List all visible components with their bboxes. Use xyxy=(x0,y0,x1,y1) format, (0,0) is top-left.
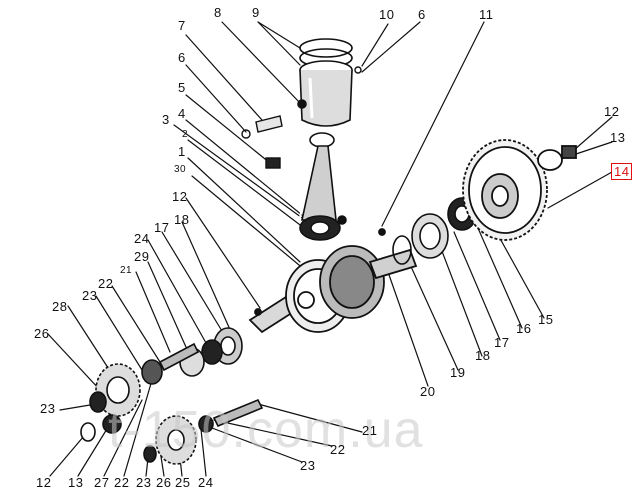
callout-20: 20 xyxy=(420,384,436,399)
callout-24: 24 xyxy=(198,475,214,490)
callout-13: 13 xyxy=(68,475,84,490)
callout-23: 23 xyxy=(136,475,152,490)
callout-7: 7 xyxy=(178,18,186,33)
callout-11: 11 xyxy=(479,7,494,22)
callout-22: 22 xyxy=(114,475,130,490)
leader-18b xyxy=(439,245,483,357)
leader-6b xyxy=(185,64,247,133)
leader-1 xyxy=(187,157,301,263)
leader-30 xyxy=(191,175,306,271)
callout-30: 30 xyxy=(174,164,187,175)
callout-1: 1 xyxy=(178,144,186,159)
leader-13a xyxy=(77,423,111,477)
leader-14 xyxy=(547,171,613,209)
piston xyxy=(297,38,353,127)
leader-23d xyxy=(211,427,303,463)
leader-28 xyxy=(67,305,113,375)
callout-22: 22 xyxy=(330,442,346,457)
callout-6: 6 xyxy=(178,50,186,65)
leader-29 xyxy=(147,261,191,357)
leader-17a xyxy=(161,231,226,337)
callout-13: 13 xyxy=(610,130,626,145)
leader-12b xyxy=(49,435,85,477)
leader-20 xyxy=(387,271,429,387)
leader-9a xyxy=(257,21,301,49)
leader-21a xyxy=(135,271,171,353)
leader-12c xyxy=(573,116,613,151)
callout-18: 18 xyxy=(174,212,190,227)
callout-28: 28 xyxy=(52,299,68,314)
leader-23a xyxy=(95,295,143,371)
callout-29: 29 xyxy=(134,249,150,264)
callout-27: 27 xyxy=(94,475,110,490)
leader-19 xyxy=(407,259,459,371)
leader-7 xyxy=(185,34,263,121)
piston-pin-and-circlips xyxy=(241,66,362,169)
callout-3: 3 xyxy=(162,112,170,127)
callout-23: 23 xyxy=(82,288,98,303)
callout-25: 25 xyxy=(175,475,191,490)
leader-3 xyxy=(173,124,317,229)
leader-6a xyxy=(361,21,421,73)
leader-18a xyxy=(181,221,233,335)
callout-18: 18 xyxy=(475,348,491,363)
callout-17: 17 xyxy=(154,220,170,235)
timing-gear-14 xyxy=(462,139,577,241)
leader-2 xyxy=(187,139,313,235)
callout-22: 22 xyxy=(98,276,114,291)
callout-19: 19 xyxy=(450,365,466,380)
leader-27 xyxy=(103,399,143,477)
callout-24: 24 xyxy=(134,231,150,246)
leader-21b xyxy=(257,403,363,433)
callout-17: 17 xyxy=(494,335,510,350)
callout-10: 10 xyxy=(379,7,395,22)
callout-26: 26 xyxy=(156,475,172,490)
left-bearings-and-gears xyxy=(80,327,264,465)
callout-4: 4 xyxy=(178,106,186,121)
callout-15: 15 xyxy=(538,312,554,327)
callout-21: 21 xyxy=(362,423,378,438)
callout-26: 26 xyxy=(34,326,50,341)
watermark: t-150.com.ua xyxy=(108,401,424,459)
connecting-rod xyxy=(299,132,347,241)
callout-23: 23 xyxy=(300,458,316,473)
leader-8 xyxy=(221,21,303,106)
leader-5 xyxy=(185,94,271,164)
leader-22a xyxy=(111,285,161,363)
leader-22b xyxy=(123,379,153,477)
callout-12: 12 xyxy=(604,104,620,119)
leader-22c xyxy=(213,419,333,447)
leader-26a xyxy=(47,333,101,391)
callout-9: 9 xyxy=(252,5,260,20)
leader-9b xyxy=(257,21,301,66)
callout-16: 16 xyxy=(516,321,532,336)
callout-12: 12 xyxy=(36,475,52,490)
leader-24a xyxy=(147,239,211,351)
callout-14-highlighted[interactable]: 14 xyxy=(611,163,633,180)
leader-10 xyxy=(361,23,389,67)
leader-11 xyxy=(381,21,485,227)
callout-12: 12 xyxy=(172,189,188,204)
callout-2: 2 xyxy=(182,129,189,140)
leader-17b xyxy=(453,231,501,341)
callout-23: 23 xyxy=(40,401,56,416)
callout-21: 21 xyxy=(120,265,133,276)
leader-12a xyxy=(185,197,261,309)
crankshaft xyxy=(248,228,418,334)
callout-6: 6 xyxy=(418,7,426,22)
callout-8: 8 xyxy=(214,5,222,20)
callout-5: 5 xyxy=(178,80,186,95)
